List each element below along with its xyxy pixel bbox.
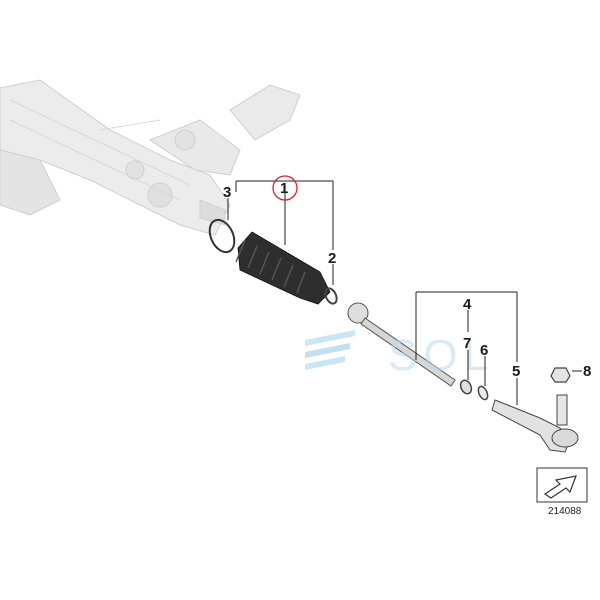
leader-lines	[227, 180, 582, 405]
callout-6: 6	[480, 342, 488, 359]
reference-number: 214088	[548, 506, 582, 517]
callout-2: 2	[328, 250, 336, 267]
small-clamp	[324, 287, 338, 305]
steering-rack-housing	[0, 79, 301, 236]
watermark-text: SOL	[388, 331, 494, 380]
washer	[477, 385, 489, 401]
callout-8: 8	[583, 363, 591, 380]
inner-tie-rod	[347, 302, 456, 387]
clamp-ring	[208, 218, 236, 254]
bellows-boot	[235, 231, 331, 305]
self-locking-nut	[550, 367, 571, 383]
lock-nut	[459, 379, 473, 395]
outer-tie-rod-end	[491, 394, 579, 453]
highlight-circle	[272, 175, 298, 201]
watermark-logo	[305, 330, 355, 370]
callout-3: 3	[223, 184, 231, 201]
callout-5: 5	[512, 363, 520, 380]
callout-7: 7	[463, 335, 471, 352]
reference-icon-box	[536, 467, 588, 503]
callout-4: 4	[463, 296, 472, 313]
callout-1: 1	[280, 180, 288, 197]
